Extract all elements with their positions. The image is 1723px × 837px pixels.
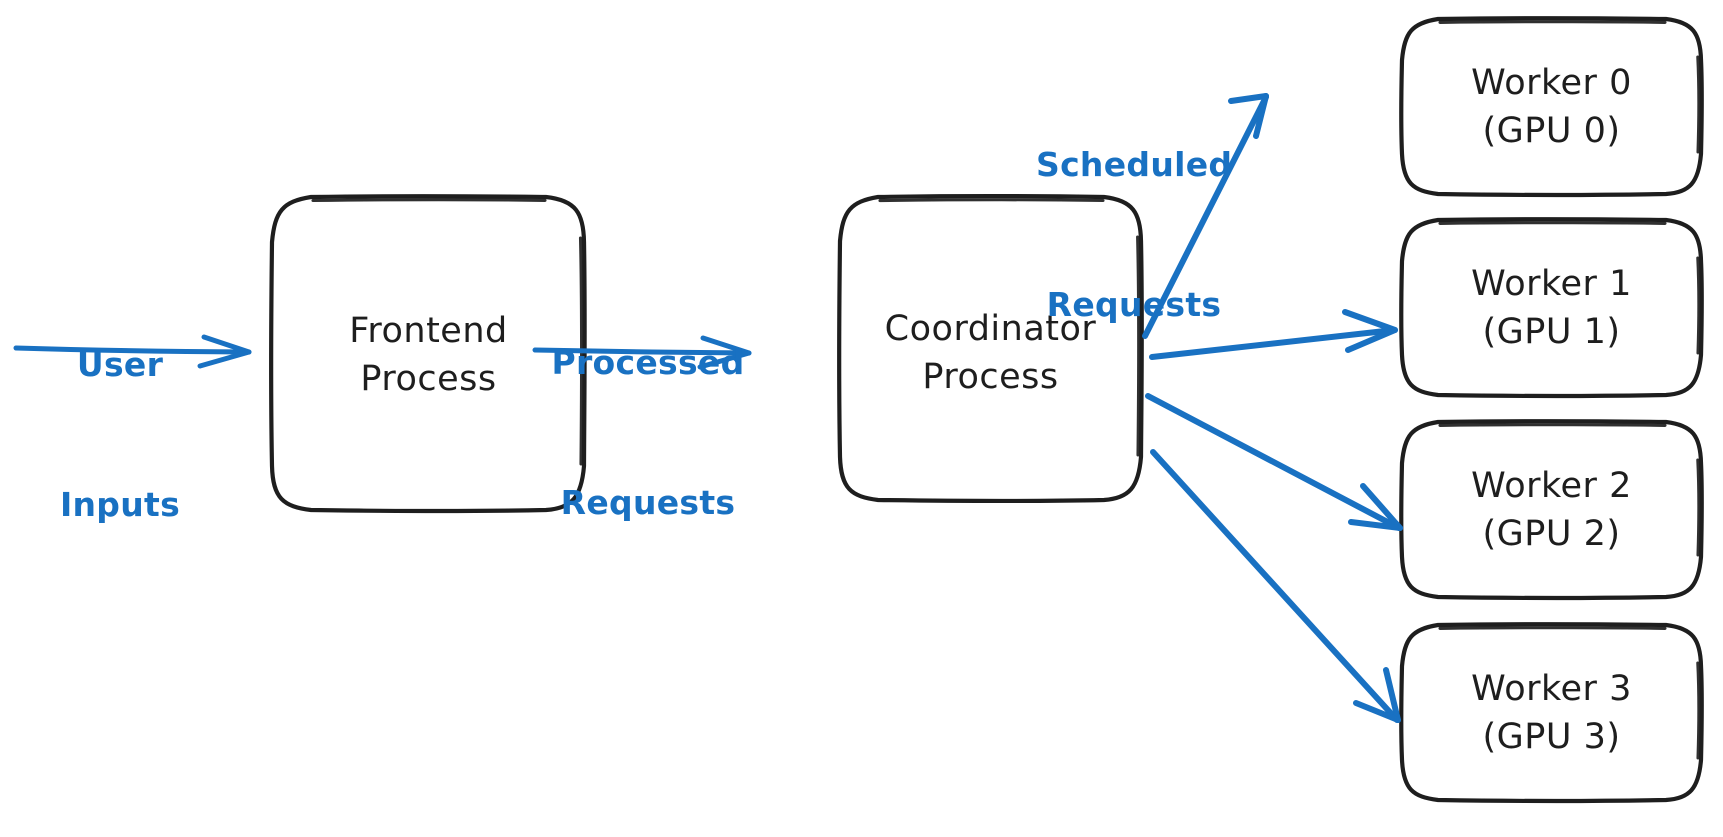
coordinator-process-box[interactable]: [837, 194, 1144, 504]
arrow-coordinator-to-worker-3: [1150, 449, 1401, 723]
arrow-coordinator-to-worker-2: [1145, 393, 1403, 531]
worker-2-box[interactable]: [1399, 419, 1704, 601]
frontend-process-box[interactable]: [268, 194, 587, 514]
arrow-coordinator-to-worker-0: [1142, 93, 1269, 339]
arrow-frontend-to-coordinator: [532, 335, 752, 370]
worker-1-box[interactable]: [1399, 217, 1704, 399]
worker-3-box[interactable]: [1399, 622, 1704, 804]
arrow-coordinator-to-worker-1: [1149, 309, 1398, 360]
worker-0-box[interactable]: [1399, 16, 1704, 198]
arrow-user-inputs-to-frontend: [13, 334, 252, 369]
